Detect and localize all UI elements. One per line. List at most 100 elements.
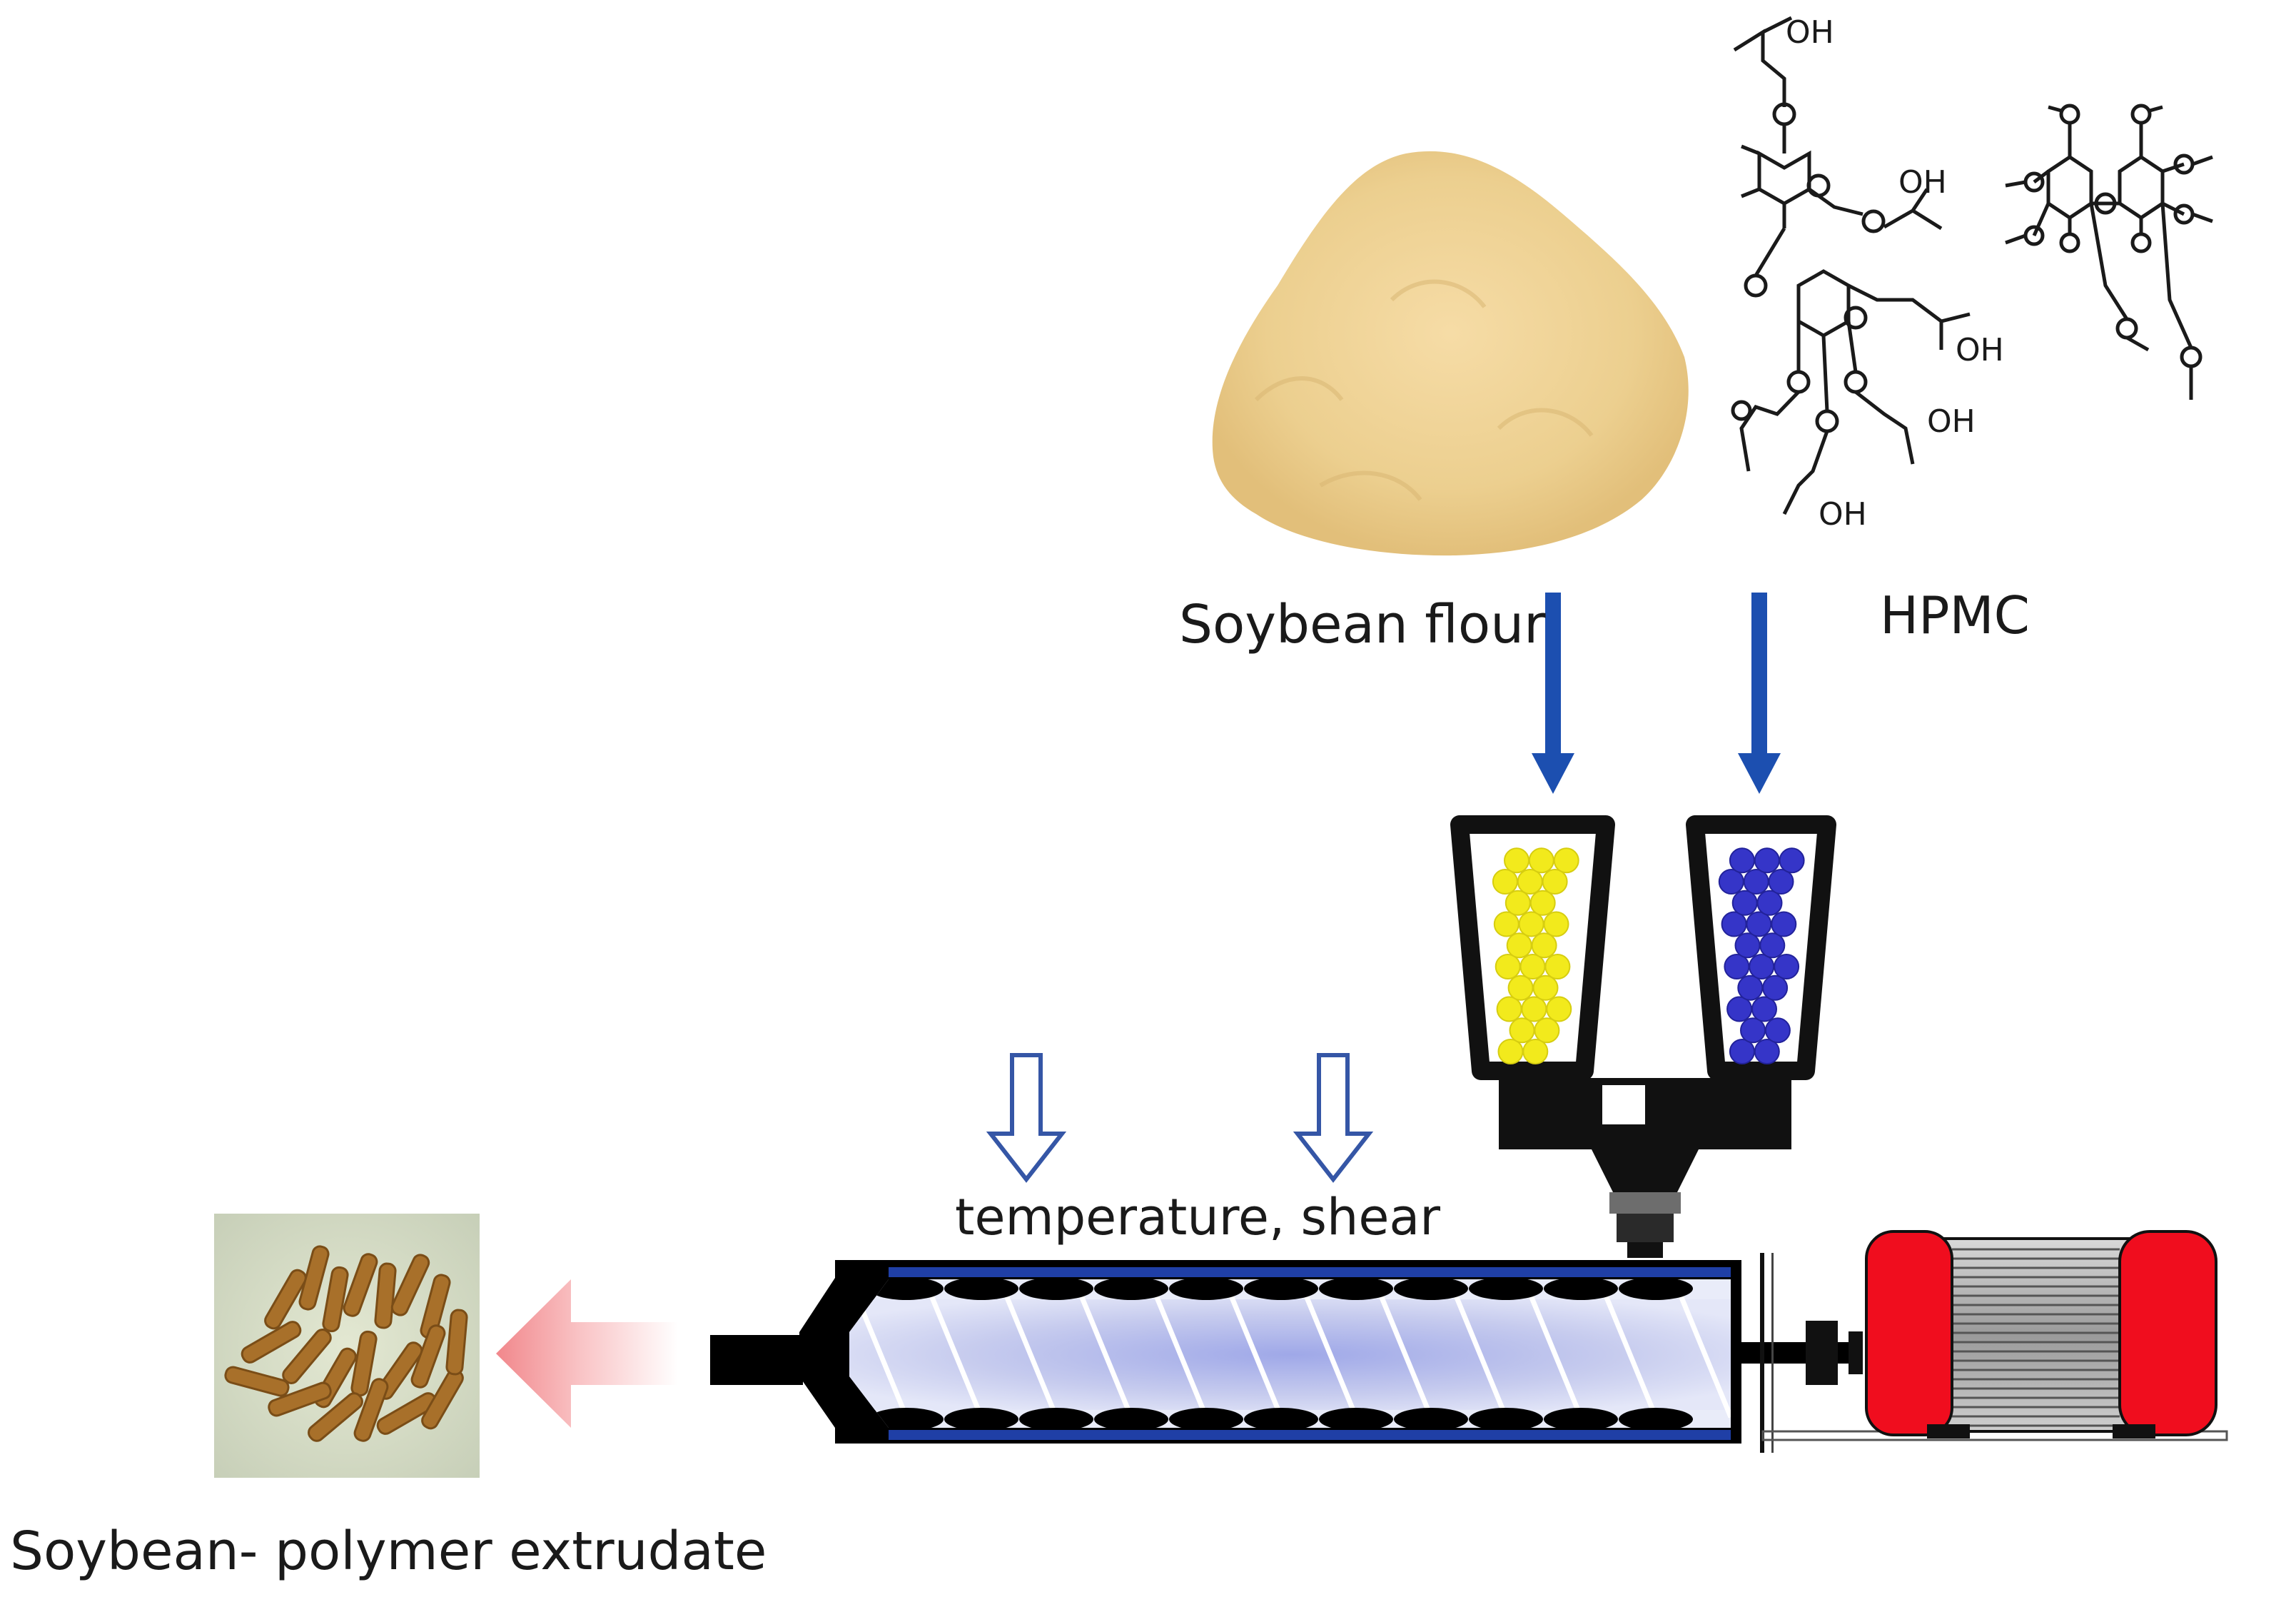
hopper-hpmc xyxy=(1686,815,1836,1080)
feed-arrow-hpmc xyxy=(1738,593,1781,794)
screw-flight xyxy=(929,1294,984,1419)
soy-particle xyxy=(1532,974,1559,1001)
hpmc-particle xyxy=(1771,911,1797,937)
process-arrow-1 xyxy=(986,1053,1067,1183)
hpmc-particle xyxy=(1729,1039,1755,1064)
screw-root-lobe xyxy=(944,1408,1018,1428)
extrudate-piece xyxy=(241,1321,302,1364)
soybean-flour-powder xyxy=(1212,151,1689,556)
screw-root-lobe xyxy=(1169,1279,1243,1300)
hpmc-label: HPMC xyxy=(1880,585,2030,645)
soy-particle xyxy=(1497,1039,1524,1064)
hpmc-particle xyxy=(1754,1039,1780,1064)
screw-root-lobe xyxy=(1469,1408,1543,1428)
svg-text:OH: OH xyxy=(1927,403,1976,440)
hpmc-particle xyxy=(1737,974,1764,1001)
extrudate-piece xyxy=(224,1366,290,1397)
soy-particle xyxy=(1504,847,1529,874)
screw-root-lobe xyxy=(1544,1408,1618,1428)
extrudate-piece xyxy=(410,1324,446,1389)
hpmc-particle xyxy=(1764,1017,1791,1044)
screw-flight xyxy=(1453,1294,1509,1419)
hpmc-particle xyxy=(1754,847,1780,874)
soy-particle xyxy=(1529,890,1556,916)
soy-particle xyxy=(1492,869,1518,895)
hpmc-particle xyxy=(1721,911,1747,937)
hpmc-particle xyxy=(1779,847,1805,874)
screw-root-lobe xyxy=(1319,1408,1393,1428)
hpmc-particle xyxy=(1751,996,1777,1022)
screw-root-lobe xyxy=(1094,1408,1168,1428)
screw-root-lobe xyxy=(1019,1279,1093,1300)
hpmc-particle xyxy=(1746,911,1772,937)
hpmc-particle xyxy=(1749,954,1775,979)
screw-flight xyxy=(1603,1294,1659,1419)
screw-flight xyxy=(1003,1294,1059,1419)
screw-flight xyxy=(1528,1294,1584,1419)
svg-text:OH: OH xyxy=(1819,496,1867,533)
hpmc-particle xyxy=(1729,847,1755,874)
screw-root-lobe xyxy=(869,1279,944,1300)
drive-shaft xyxy=(1741,1253,1863,1453)
soy-particle xyxy=(1495,954,1521,979)
extrudate-piece xyxy=(343,1253,378,1317)
screw-root-lobe xyxy=(1094,1279,1168,1300)
soy-particle xyxy=(1521,996,1547,1022)
soy-particle xyxy=(1553,847,1579,874)
screw-flight xyxy=(1228,1294,1284,1419)
soy-particle xyxy=(1506,932,1532,959)
output-arrow xyxy=(496,1279,678,1428)
soy-particle xyxy=(1504,890,1531,916)
screw-flight xyxy=(1378,1294,1434,1419)
extrudate-piece xyxy=(374,1262,397,1329)
screw-flight xyxy=(1153,1294,1209,1419)
hpmc-particle xyxy=(1718,869,1744,895)
feed-arrow-soybean xyxy=(1532,593,1574,794)
svg-text:OH: OH xyxy=(1898,164,1947,201)
hpmc-particle xyxy=(1762,974,1789,1001)
hpmc-particle xyxy=(1740,1017,1766,1044)
screw-root-lobe xyxy=(1469,1279,1543,1300)
hpmc-particle xyxy=(1731,890,1758,916)
svg-text:OH: OH xyxy=(1786,14,1834,51)
hpmc-particle xyxy=(1726,996,1753,1022)
extrudate-piece xyxy=(268,1381,332,1417)
soy-particle xyxy=(1519,954,1546,979)
soy-particle xyxy=(1543,911,1569,937)
soy-particle xyxy=(1518,911,1544,937)
soy-particle xyxy=(1507,974,1534,1001)
extrudate-piece xyxy=(353,1378,389,1442)
soy-particle xyxy=(1509,1017,1535,1044)
screw-root-lobe xyxy=(944,1279,1018,1300)
soy-particle xyxy=(1528,847,1554,874)
feed-manifold xyxy=(1499,1078,1791,1258)
svg-text:OH: OH xyxy=(1956,332,2004,368)
hpmc-particle xyxy=(1759,932,1786,959)
screw-root-lobe xyxy=(1394,1408,1468,1428)
soy-particle xyxy=(1531,932,1557,959)
screw-root-lobe xyxy=(1544,1279,1618,1300)
soy-particle xyxy=(1517,869,1543,895)
extrudate-piece xyxy=(322,1266,349,1333)
screw-root-lobe xyxy=(1169,1408,1243,1428)
hpmc-particle xyxy=(1774,954,1800,979)
screw-root-lobe xyxy=(1394,1279,1468,1300)
screw-root-lobe xyxy=(869,1408,944,1428)
hpmc-particle xyxy=(1724,954,1750,979)
extruder-barrel xyxy=(799,1260,1741,1444)
motor xyxy=(1761,1230,2228,1441)
soy-particle xyxy=(1534,1017,1560,1044)
screw-root-lobe xyxy=(1619,1408,1693,1428)
extrudate-piece xyxy=(445,1309,468,1376)
screw-root-lobe xyxy=(1244,1408,1318,1428)
soy-particle xyxy=(1493,911,1519,937)
screw-flight xyxy=(1678,1294,1731,1419)
process-conditions-label: temperature, shear xyxy=(955,1188,1441,1246)
screw-root-lobe xyxy=(1244,1279,1318,1300)
hopper-soybean xyxy=(1450,815,1615,1080)
hpmc-chemical-structure: OH OH OH OH OH xyxy=(1731,14,2213,533)
screw-root-lobe xyxy=(1319,1279,1393,1300)
extrudate-piece xyxy=(298,1245,330,1311)
extruder-die xyxy=(710,1335,803,1385)
